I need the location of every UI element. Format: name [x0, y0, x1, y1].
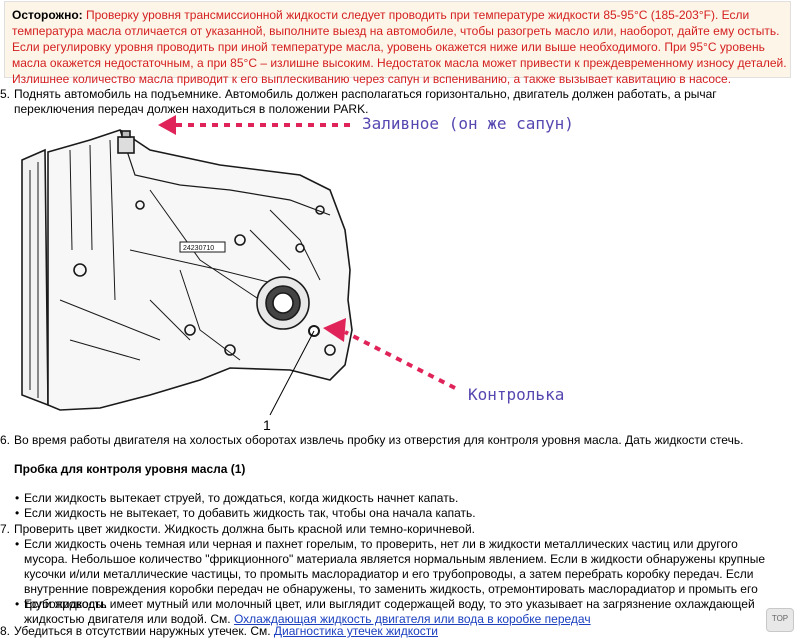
step-7-text: Проверить цвет жидкости. Жидкость должна… [14, 522, 476, 536]
arrow-check [344, 330, 456, 390]
scroll-top-button[interactable]: TOP [766, 608, 794, 632]
step-8-body: Убедиться в отсутствии наружных утечек. … [14, 624, 271, 638]
arrow-check-head [323, 318, 346, 342]
warning-label: Осторожно: [12, 8, 83, 22]
annotation-check: Контролька [468, 385, 565, 404]
step-7-number: 7. [0, 522, 11, 536]
step-6-number: 6. [0, 433, 11, 447]
filler-cap [117, 136, 135, 154]
callout-number: 1 [263, 417, 271, 433]
bullet-7-1-text: Если жидкость очень темная или черная и … [24, 537, 766, 611]
step-8-number: 8. [0, 624, 11, 638]
bullet-6-1-text: Если жидкость вытекает струей, то дождат… [24, 491, 459, 505]
bullet-7-1: •Если жидкость очень темная или черная и… [15, 537, 766, 611]
subheading: Пробка для контроля уровня масла (1) [14, 462, 246, 476]
bullet-7-2: •Если жидкость имеет мутный или молочный… [15, 597, 755, 626]
bell-housing [21, 148, 49, 407]
step-6-text: Во время работы двигателя на холостых об… [14, 433, 744, 447]
warning-box: Осторожно: Проверку уровня трансмиссионн… [4, 1, 791, 86]
transmission-case [47, 129, 353, 411]
annotation-fill: Заливное (он же сапун) [362, 114, 574, 133]
step-8-text: Убедиться в отсутствии наружных утечек. … [14, 624, 734, 639]
part-code: 24230710 [183, 245, 214, 252]
warning-text: Осторожно: Проверку уровня трансмиссионн… [12, 7, 787, 87]
coolant-link[interactable]: Охлаждающая жидкость двигателя или вода … [233, 612, 591, 626]
arrow-fill-head [158, 115, 176, 135]
bullet-7-2-text: Если жидкость имеет мутный или молочный … [24, 597, 755, 626]
bullet-6-1: •Если жидкость вытекает струей, то дожда… [15, 491, 459, 505]
leak-diagnostics-link[interactable]: Диагностика утечек жидкости [273, 624, 438, 638]
step-5-number: 5. [0, 87, 11, 101]
warning-body: Проверку уровня трансмиссионной жидкости… [12, 8, 787, 86]
bullet-6-2: •Если жидкость не вытекает, то добавить … [15, 506, 476, 520]
bullet-6-2-text: Если жидкость не вытекает, то добавить ж… [24, 506, 476, 520]
step-5-text: Поднять автомобиль на подъемнике. Автомо… [14, 87, 717, 116]
